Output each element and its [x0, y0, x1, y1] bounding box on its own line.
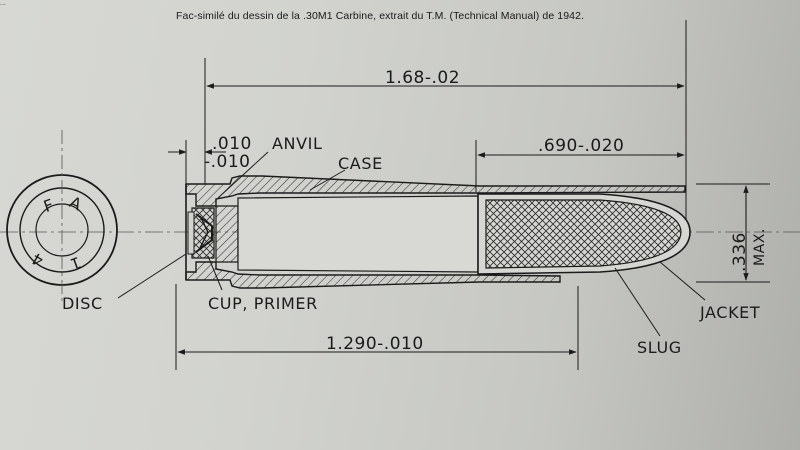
figure-caption: Fac-similé du dessin de la .30M1 Carbine… — [176, 10, 585, 22]
diameter-label: .336 — [730, 232, 750, 272]
dimension-lines — [168, 83, 749, 355]
bullet-section — [477, 193, 691, 275]
leader-lines — [117, 151, 706, 337]
slug-label: SLUG — [637, 338, 682, 357]
primer-assembly — [187, 207, 215, 259]
disc-label: DISC — [62, 294, 103, 313]
extension-lines — [175, 20, 770, 370]
case-label: CASE — [338, 154, 383, 173]
diameter-note: MAX. — [752, 227, 768, 266]
anvil-label: ANVIL — [272, 134, 323, 153]
case-length-label: 1.290-.010 — [326, 334, 424, 354]
headstamp-view — [6, 130, 118, 305]
rim-tolerance-minus: -.010 — [204, 152, 251, 172]
jacket-label: JACKET — [700, 303, 761, 322]
overall-length-label: 1.68-.02 — [385, 68, 461, 88]
case-section — [185, 175, 686, 289]
cup-primer-label: CUP, PRIMER — [208, 294, 318, 313]
rim-tolerance-plus: .010 — [212, 134, 252, 154]
page-corner-fragment: ... — [0, 0, 6, 7]
bullet-length-label: .690-.020 — [538, 136, 625, 156]
